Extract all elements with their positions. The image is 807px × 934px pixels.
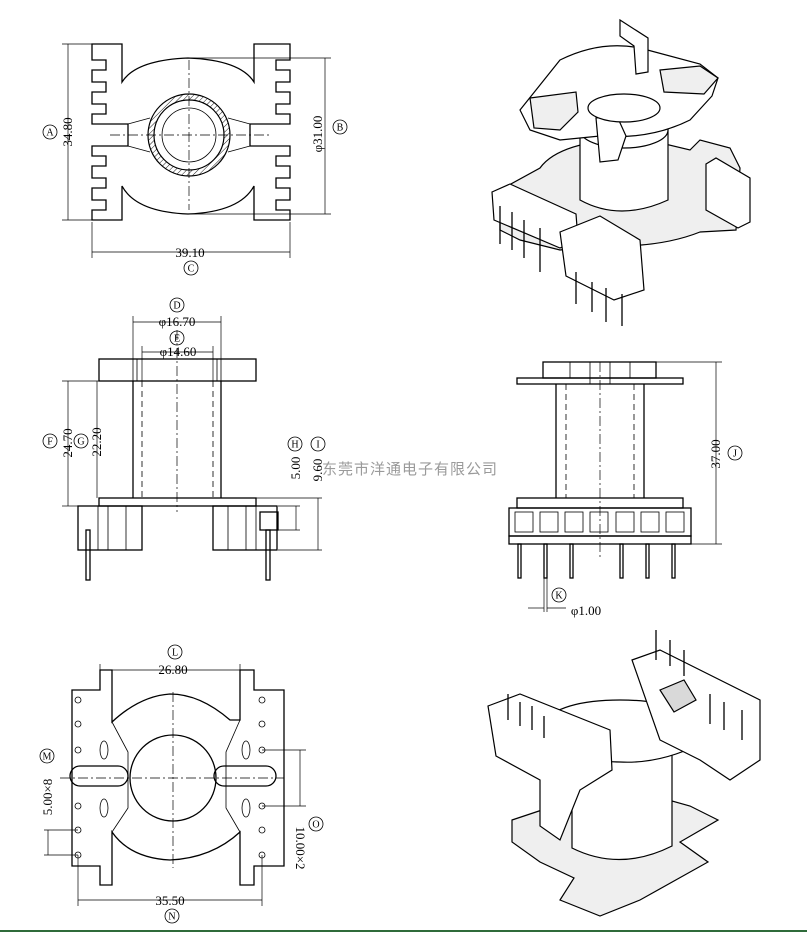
dim-G-value: 22.20	[89, 427, 104, 456]
dim-J: 37.00 J	[708, 439, 743, 469]
dim-H-value: 5.00	[288, 457, 303, 480]
top-view	[62, 43, 331, 258]
dim-N: 35.50 N	[155, 893, 185, 924]
dim-G: G 22.20	[73, 427, 104, 457]
side-view	[508, 361, 722, 612]
dim-F-value: 24.70	[60, 428, 75, 457]
dim-N-letter: N	[168, 912, 175, 923]
dim-O-value: 10.00×2	[293, 826, 308, 869]
bottom-view	[44, 664, 306, 906]
dim-E: E φ14.60	[160, 330, 197, 359]
dim-F: F 24.70	[42, 428, 75, 458]
dim-M: M 5.00×8	[39, 748, 55, 816]
dim-O: O 10.00×2	[293, 816, 324, 870]
isometric-view-top	[491, 18, 751, 326]
dim-H: H 5.00	[287, 436, 303, 480]
dim-L: L 26.80	[158, 644, 188, 677]
dim-F-letter: F	[47, 437, 53, 448]
dim-J-value: 37.00	[708, 439, 723, 468]
dim-A-letter: A	[46, 128, 54, 139]
dim-B-letter: B	[337, 123, 344, 134]
dim-A-value: 34.80	[60, 117, 75, 146]
dim-I-letter: I	[316, 440, 319, 451]
dim-C-letter: C	[188, 264, 195, 275]
dim-M-value: 5.00×8	[40, 779, 55, 816]
dim-D: D φ16.70	[159, 297, 196, 329]
dim-O-letter: O	[312, 820, 319, 831]
company-watermark: 东莞市洋通电子有限公司	[322, 460, 498, 478]
dim-I: I 9.60	[310, 436, 326, 482]
footer-divider	[0, 930, 807, 932]
dim-N-value: 35.50	[155, 893, 184, 908]
dim-I-value: 9.60	[310, 459, 325, 482]
dim-D-value: φ16.70	[159, 314, 196, 329]
dim-K-value: φ1.00	[571, 603, 601, 618]
dim-B-value: φ31.00	[310, 116, 325, 153]
dim-H-letter: H	[291, 440, 298, 451]
dim-L-letter: L	[172, 648, 178, 659]
dim-G-letter: G	[77, 437, 84, 448]
dim-D-letter: D	[173, 301, 180, 312]
dim-K-letter: K	[555, 591, 563, 602]
dim-E-value: φ14.60	[160, 344, 197, 359]
dim-C: 39.10 C	[175, 245, 205, 276]
dim-L-value: 26.80	[158, 662, 187, 677]
dim-M-letter: M	[43, 752, 52, 763]
isometric-view-bottom	[487, 630, 761, 917]
dim-C-value: 39.10	[175, 245, 204, 260]
dim-J-letter: J	[733, 449, 737, 460]
dim-B: B φ31.00	[310, 116, 348, 153]
front-view	[62, 316, 322, 581]
dim-A: A 34.80	[42, 117, 75, 147]
dim-E-letter: E	[174, 334, 180, 345]
dim-K: K φ1.00	[551, 587, 601, 618]
